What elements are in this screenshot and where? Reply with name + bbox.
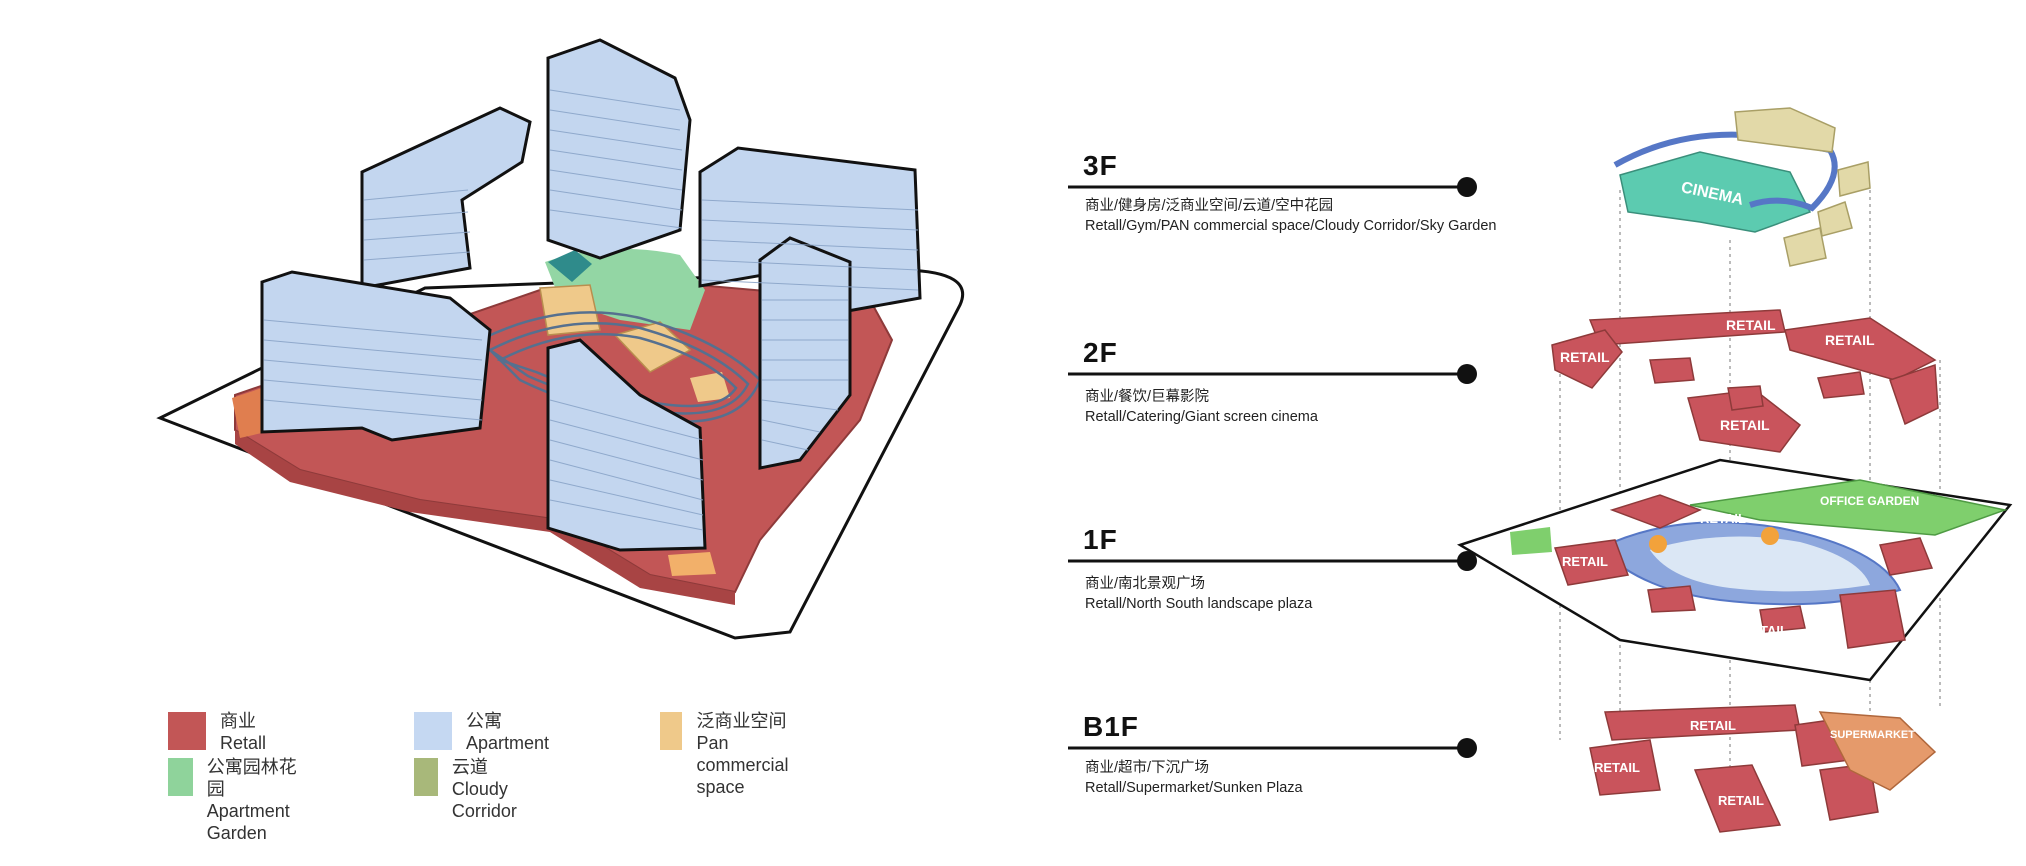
supermarket-label: SUPERMARKET [1830, 729, 1915, 741]
pan-block-3f-2 [1837, 161, 1871, 197]
floor-desc-b1f: 商业/超市/下沉广场 Retall/Supermarket/Sunken Pla… [1085, 758, 1303, 798]
legend-swatch-garden [168, 758, 193, 796]
legend-label-en: Pan commercial space [696, 733, 789, 797]
retail-label-2f-d: RETAIL [1720, 417, 1770, 433]
floor-leaders [1068, 185, 1467, 750]
retail-2f-west [1551, 329, 1623, 389]
leader-dot-2f [1457, 364, 1477, 384]
floor-desc-1f: 商业/南北景观广场 Retall/North South landscape p… [1085, 574, 1312, 614]
pan-block-3f-3 [1817, 201, 1853, 237]
retail-1f-d [1879, 537, 1934, 576]
floor-desc-zh: 商业/餐饮/巨幕影院 [1085, 389, 1210, 405]
floor-label-3f: 3F [1083, 150, 1118, 181]
floor-desc-en: Retall/Supermarket/Sunken Plaza [1085, 780, 1303, 796]
legend-swatch-apartment [414, 712, 452, 750]
retail-label-2f-c: RETAIL [1825, 332, 1875, 348]
retail-label-2f-b: RETAIL [1560, 349, 1610, 365]
office-garden-label: OFFICE GARDEN [1820, 494, 1919, 508]
focal-1f-a [1649, 535, 1667, 553]
legend-label-zh: 公寓 [466, 711, 502, 731]
apartment-towers [260, 38, 922, 552]
legend-item-apartment: 公寓 Apartment [414, 710, 549, 754]
leader-dots [1457, 177, 1477, 758]
floor-desc-zh: 商业/超市/下沉广场 [1085, 760, 1210, 776]
leader-dot-3f [1457, 177, 1477, 197]
legend-label-en: Cloudy Corridor [451, 779, 517, 821]
retail-label-1f-c: RETAIL [1742, 623, 1788, 638]
leader-dot-1f [1457, 551, 1477, 571]
floor-desc-3f: 商业/健身房/泛商业空间/云道/空中花园 Retall/Gym/PAN comm… [1085, 196, 1497, 236]
legend-swatch-retail [168, 712, 206, 750]
retail-b1f-west [1589, 739, 1661, 796]
retail-b1f-south [1693, 764, 1782, 833]
legend-item-retail: 商业 Retall [168, 710, 266, 754]
legend-label-zh: 商业 [220, 711, 256, 731]
sky-corridor-3f [1613, 131, 1838, 212]
tower-northwest [360, 106, 532, 290]
pan-commercial-block-2 [613, 321, 692, 373]
office-garden [1689, 479, 2008, 536]
floor-desc-zh: 商业/南北景观广场 [1085, 576, 1206, 592]
retail-label-b1f-b: RETAIL [1594, 760, 1640, 775]
floor-desc-en: Retall/Catering/Giant screen cinema [1085, 409, 1318, 425]
pan-block-3f-1 [1734, 107, 1836, 153]
tower-east [758, 236, 852, 470]
legend-label-en: Apartment Garden [206, 801, 290, 843]
retail-label-b1f-c: RETAIL [1718, 793, 1764, 808]
tower-west [260, 270, 492, 442]
legend-item-garden: 公寓园林花园 Apartment Garden [168, 756, 303, 844]
legend-item-corridor: 云道 Cloudy Corridor [414, 756, 531, 822]
retail-2f-far-east [1889, 363, 1939, 426]
legend-swatch-corridor [414, 758, 438, 796]
pan-block-3f-4 [1783, 227, 1827, 267]
retail-label-1f-a: RETAIL [1562, 554, 1608, 569]
legend-label-zh: 泛商业空间 [696, 711, 787, 731]
retail-1f-c [1839, 589, 1906, 649]
legend-label-zh: 公寓园林花园 [206, 757, 297, 799]
tower-northeast [698, 146, 922, 314]
focal-1f-b [1761, 527, 1779, 545]
floor-desc-en: Retall/Gym/PAN commercial space/Cloudy C… [1085, 218, 1497, 234]
floor-b1f-axo: RETAIL RETAIL RETAIL SUPERMARKET [1589, 704, 1937, 833]
floor-1f-axo: RETAIL RETAIL RETAIL OFFICE GARDEN [1456, 458, 2013, 682]
legend-swatch-pan-commercial [660, 712, 683, 750]
retail-1f-b [1609, 494, 1702, 529]
retail-1f-a [1553, 539, 1630, 586]
floor-2f-axo: RETAIL RETAIL RETAIL RETAIL [1551, 309, 1939, 453]
retail-2f-east [1784, 317, 1937, 381]
retail-label-2f-a: RETAIL [1726, 317, 1776, 333]
leader-dot-b1f [1457, 738, 1477, 758]
tower-north [546, 38, 692, 260]
legend-item-pan-commercial: 泛商业空间 Pan commercial space [660, 710, 804, 798]
floor-label-1f: 1F [1083, 524, 1118, 555]
supermarket-block [1818, 711, 1937, 791]
orange-podium-front [668, 552, 716, 576]
floor-desc-zh: 商业/健身房/泛商业空间/云道/空中花园 [1085, 198, 1334, 214]
floor-desc-en: Retall/North South landscape plaza [1085, 596, 1313, 612]
massing-model [156, 38, 965, 640]
tower-center [546, 338, 707, 552]
legend-label-zh: 云道 [451, 757, 488, 777]
floor-label-2f: 2F [1083, 337, 1118, 368]
floor-desc-2f: 商业/餐饮/巨幕影院 Retall/Catering/Giant screen … [1085, 387, 1318, 427]
retail-label-b1f-a: RETAIL [1690, 718, 1736, 733]
cinema-block [1619, 151, 1812, 233]
legend-label-en: Retall [220, 733, 267, 753]
floor-label-b1f: B1F [1083, 711, 1139, 742]
garden-1f-west [1510, 527, 1552, 555]
retail-label-1f-b: RETAIL [1700, 511, 1746, 526]
floor-3f-axo: CINEMA [1613, 107, 1871, 267]
legend-label-en: Apartment [466, 733, 550, 753]
